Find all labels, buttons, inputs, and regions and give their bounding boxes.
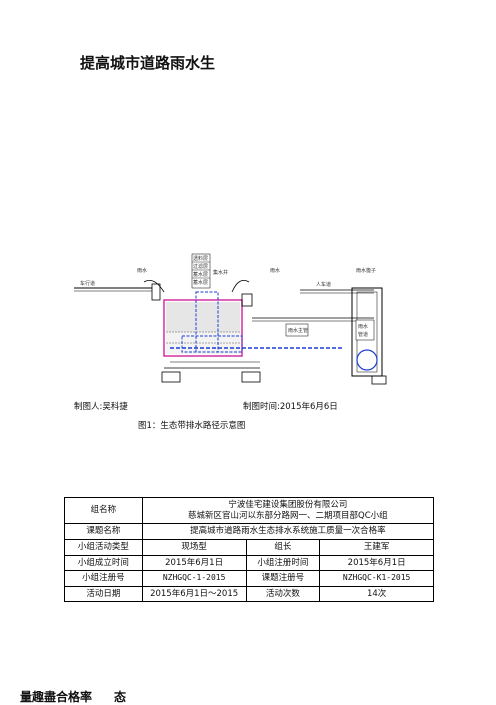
main-pipe-section: [356, 349, 378, 371]
table-cell-label: 课题名称: [64, 523, 143, 540]
table-cell-value: NZHGQC-K1-2015: [319, 570, 434, 587]
table-row: 小组活动类型 现场型 组长 王建军: [64, 538, 434, 556]
layer-label: 透料层: [193, 255, 208, 262]
table-cell-label: 小组注册时间: [245, 554, 321, 572]
roadway-label: 车行道: [80, 280, 95, 287]
rain-label: 雨水: [137, 267, 147, 274]
well-label: 雨水: [358, 323, 368, 330]
table-row: 小组成立时间 2015年6月1日 小组注册时间 2015年6月1日: [64, 554, 434, 572]
layer-label: 蓄水层: [193, 279, 208, 286]
table-cell-value: 提高城市道路雨水生态排水系统施工质量一次合格率: [141, 523, 435, 540]
walkway-label: 人车道: [316, 281, 331, 288]
main-pipe-label: 雨水主管: [288, 327, 308, 334]
table-cell-label: 活动次数: [245, 585, 321, 603]
figure-maker: 制图人:吴科捷: [74, 402, 128, 412]
table-cell-value: 王建军: [319, 538, 434, 556]
table-cell-value: 现场型: [141, 538, 247, 556]
table-cell-label: 课题注册号: [245, 570, 321, 587]
figure-caption: 图1：生态带排水路径示意图: [138, 421, 246, 431]
table-row: 活动日期 2015年6月1日～2015 活动次数 14次: [64, 585, 434, 603]
table-cell-label: 活动日期: [64, 585, 143, 603]
table-row: 组名称 宁波佳宅建设集团股份有限公司 慈城新区官山河以东部分路网一、二期项目部Q…: [64, 496, 435, 525]
table-cell-value: NZHGQC-1-2015: [141, 570, 247, 587]
rain-label: 雨水: [270, 267, 280, 274]
layer-label: 过滤层: [193, 263, 208, 270]
table-cell-label: 组长: [245, 538, 321, 556]
table-cell-label: 组名称: [64, 496, 143, 525]
table-cell-value: 14次: [319, 585, 434, 603]
well-label: 管道: [358, 331, 368, 338]
bottom-heading-left: 量趣盡合格率: [20, 690, 93, 704]
grate-label: 雨水篦子: [356, 267, 376, 274]
table-row: 课题名称 提高城市道路雨水生态排水系统施工质量一次合格率: [64, 523, 435, 540]
layer-label: 蓄水层: [193, 271, 208, 278]
rain-arrow-right: [231, 279, 250, 293]
drainage-svg: 透料层 过滤层 蓄水层 蓄水层 集水井 雨水 雨水 车行道 人车道 雨水篦子 雨…: [74, 253, 387, 385]
rain-arrow-left: [143, 279, 165, 293]
inspection-well: [351, 287, 383, 377]
project-team: 慈城新区官山河以东部分路网一、二期项目部QC小组: [188, 510, 388, 521]
bioretention-box: [163, 299, 243, 357]
table-cell-value: 宁波佳宅建设集团股份有限公司 慈城新区官山河以东部分路网一、二期项目部QC小组: [141, 496, 435, 525]
soil-layer: [166, 302, 240, 332]
figure-time: 制图时间:2015年6月6日: [243, 402, 338, 412]
company-name: 宁波佳宅建设集团股份有限公司: [228, 500, 348, 510]
table-cell-value: 2015年6月1日: [141, 554, 247, 572]
page-title: 提高城市道路雨水生: [80, 54, 216, 72]
table-cell-label: 小组成立时间: [64, 554, 143, 572]
table-cell-value: 2015年6月1日～2015: [141, 585, 247, 603]
overflow-label: 集水井: [213, 269, 228, 276]
team-info-table: 组名称 宁波佳宅建设集团股份有限公司 慈城新区官山河以东部分路网一、二期项目部Q…: [64, 496, 435, 603]
bottom-heading-right: 态: [114, 690, 127, 704]
table-row: 小组注册号 NZHGQC-1-2015 课题注册号 NZHGQC-K1-2015: [64, 570, 434, 587]
table-cell-value: 2015年6月1日: [319, 554, 434, 572]
layer-legend: [191, 253, 211, 289]
table-cell-label: 小组注册号: [64, 570, 143, 587]
drainage-diagram: 透料层 过滤层 蓄水层 蓄水层 集水井 雨水 雨水 车行道 人车道 雨水篦子 雨…: [74, 248, 414, 388]
bottom-heading: 量趣盡合格率 态: [20, 688, 148, 705]
left-curb: [151, 283, 161, 301]
table-cell-label: 小组活动类型: [64, 538, 143, 556]
